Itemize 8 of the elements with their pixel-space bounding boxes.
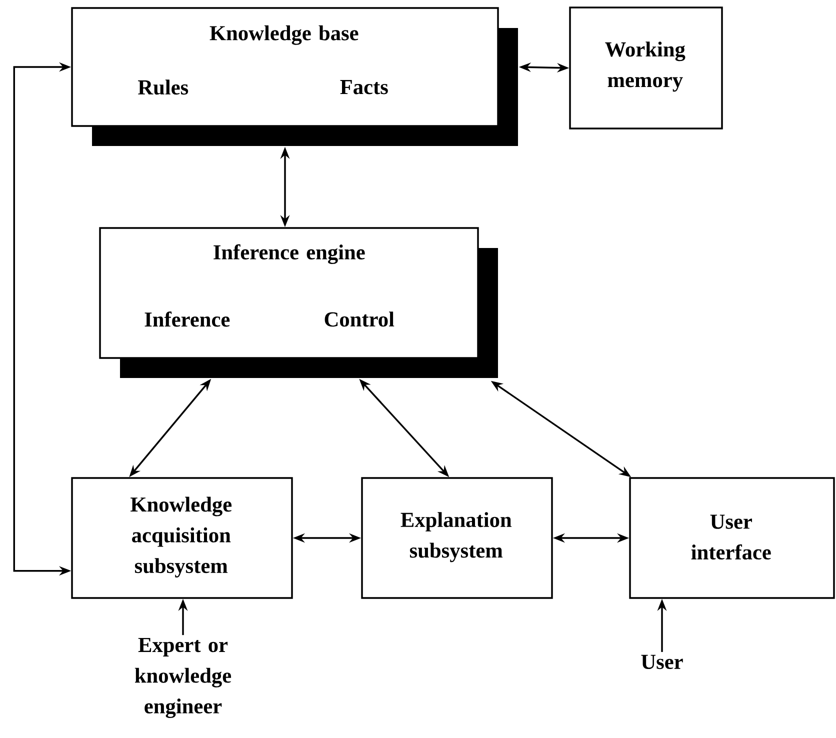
actor-label: Expert or knowledge engineer <box>134 638 232 718</box>
component-box: Inference engine Inference Control <box>99 227 498 378</box>
actor-label: User <box>641 654 683 670</box>
component-box: Knowledge base Rules Facts <box>71 7 518 146</box>
component-box: Knowledge acquisition subsystem <box>71 477 293 599</box>
component-box: Explanation subsystem <box>361 477 553 599</box>
component-box: User interface <box>629 477 835 599</box>
component-box: Working memory <box>569 6 723 130</box>
